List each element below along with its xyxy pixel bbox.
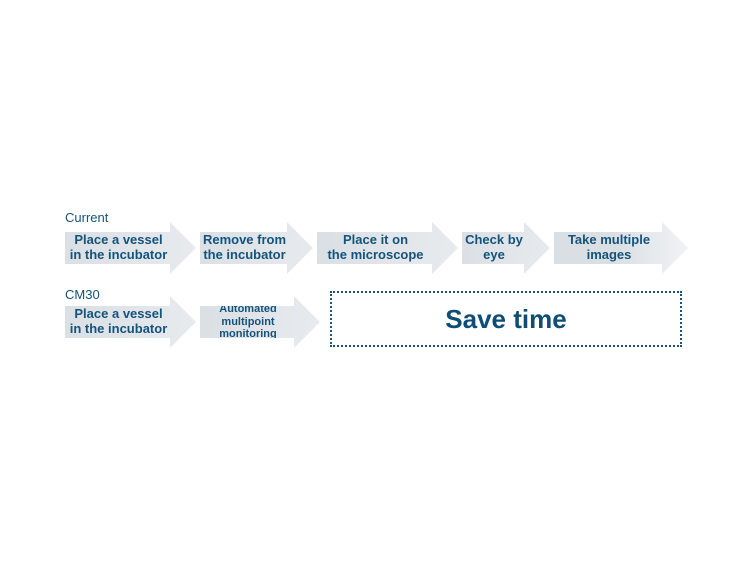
process-step-label: Remove from the incubator <box>202 232 287 262</box>
process-step: Place a vessel in the incubator <box>65 296 196 348</box>
process-step-label: Place it on the microscope <box>327 232 424 262</box>
process-step-label: Take multiple images <box>567 232 651 262</box>
process-step-label: Place a vessel in the incubator <box>69 232 168 262</box>
process-row-current: Place a vessel in the incubator Remove fr… <box>65 222 692 274</box>
save-time-label: Save time <box>445 303 567 334</box>
process-step-label: Automated multipoint monitoring <box>219 303 277 341</box>
process-step: Automated multipoint monitoring <box>200 296 320 348</box>
process-step-label: Place a vessel in the incubator <box>69 306 168 336</box>
row-label-cm30: CM30 <box>65 287 100 302</box>
process-step: Remove from the incubator <box>200 222 313 274</box>
process-step: Place it on the microscope <box>317 222 458 274</box>
process-step-label: Check by eye <box>465 232 523 262</box>
row-label-current: Current <box>65 210 109 225</box>
process-step: Check by eye <box>462 222 550 274</box>
save-time-box: Save time <box>330 291 682 347</box>
process-step: Take multiple images <box>554 222 688 274</box>
process-row-cm30: Place a vessel in the incubator Automated… <box>65 296 324 348</box>
process-step: Place a vessel in the incubator <box>65 222 196 274</box>
